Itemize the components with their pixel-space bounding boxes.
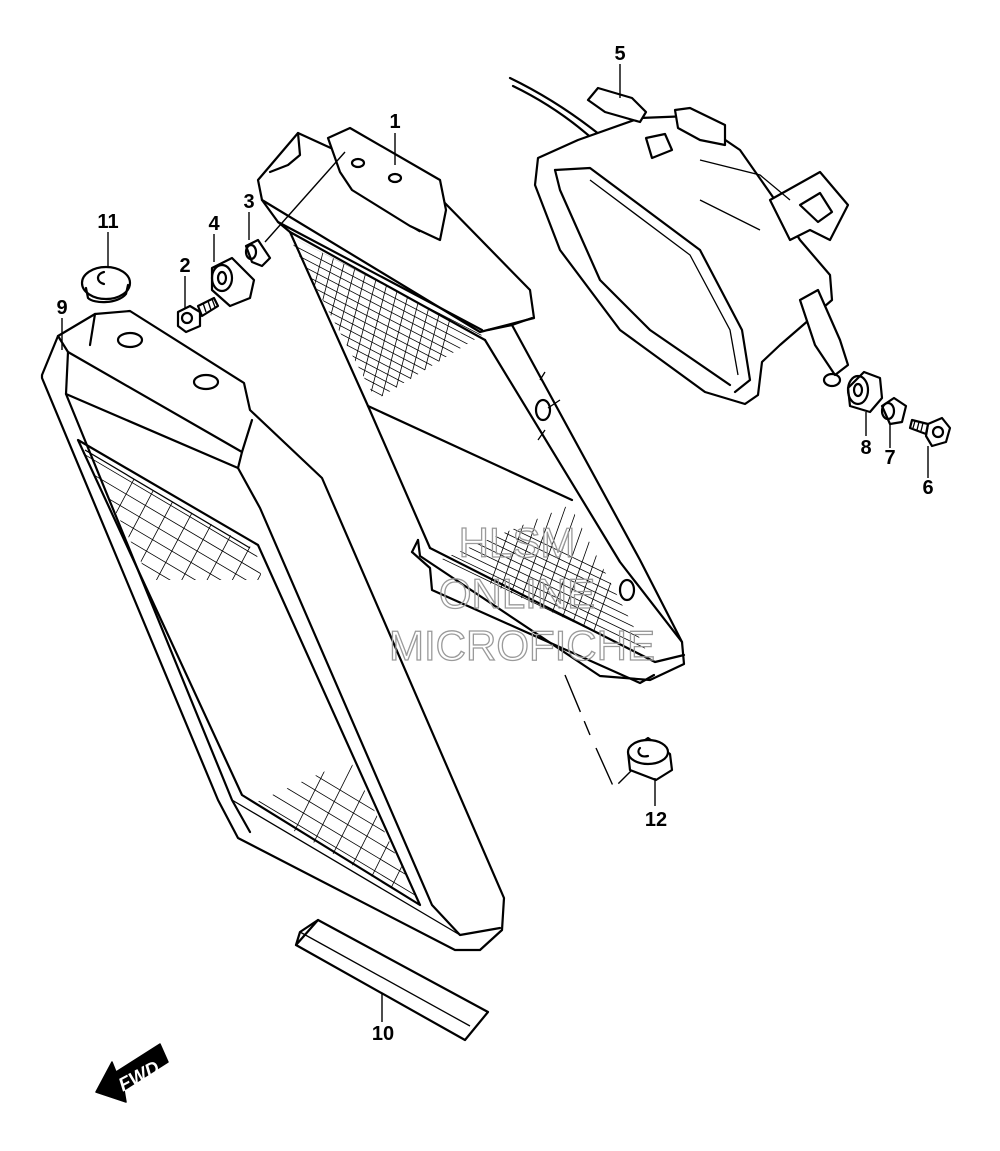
callout-3: 3 [243,191,254,213]
leader-lines [61,64,929,1022]
collar-3 [244,238,272,268]
bolt-6 [908,416,952,448]
bolt-2 [176,296,220,334]
mount-rubber-8 [846,370,884,414]
callout-1: 1 [389,111,400,133]
watermark: HLSM ONLINE MICROFICHE [388,518,655,669]
callout-8: 8 [860,437,871,459]
radiator-core [256,126,686,685]
core-top-mesh [288,235,482,400]
radiator-cover [40,309,506,952]
fan-shroud [508,76,850,406]
grommet-11 [80,265,132,304]
foam-strip [294,918,490,1042]
callout-10: 10 [372,1023,394,1045]
callouts: 1 2 3 4 5 6 7 8 9 10 11 12 [56,43,933,1045]
watermark-line-2: ONLINE [439,570,595,617]
callout-5: 5 [614,43,625,65]
callout-6: 6 [922,477,933,499]
callout-7: 7 [884,447,895,469]
watermark-line-1: HLSM [459,519,576,566]
collar-7 [880,396,908,426]
fwd-arrow: FWD [95,1043,169,1103]
callout-11: 11 [97,211,118,233]
grommet-12 [626,736,674,782]
mount-rubber-4 [210,256,256,308]
watermark-line-3: MICROFICHE [389,622,655,669]
callout-4: 4 [208,213,220,235]
callout-12: 12 [645,809,667,831]
callout-9: 9 [56,297,67,319]
fwd-arrow-icon [95,1043,169,1103]
callout-2: 2 [179,255,190,277]
